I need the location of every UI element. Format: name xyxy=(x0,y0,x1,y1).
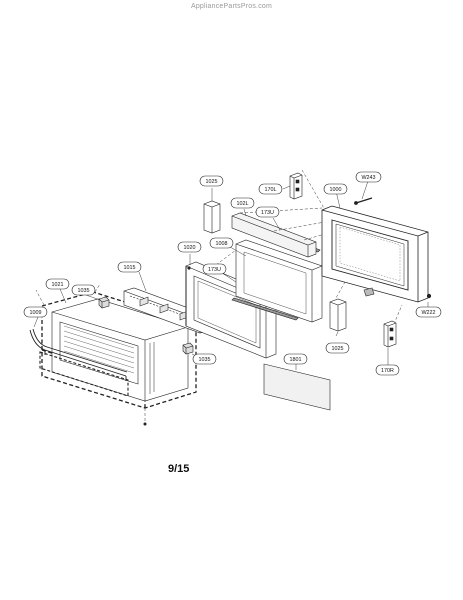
svg-text:1008: 1008 xyxy=(216,241,228,247)
callout-1008: 1008 xyxy=(209,237,234,249)
svg-text:1035: 1035 xyxy=(78,288,90,294)
insulation-block-1025-lower xyxy=(329,298,347,332)
callout-1025-upper: 1025 xyxy=(199,175,224,187)
callout-1025-lower: 1025 xyxy=(325,342,350,354)
svg-text:1035: 1035 xyxy=(199,357,211,363)
callout-1015: 1015 xyxy=(117,261,142,273)
svg-text:102L: 102L xyxy=(237,201,249,207)
svg-text:1009: 1009 xyxy=(30,310,42,316)
screw-W222 xyxy=(426,293,432,299)
hinge-170R xyxy=(383,320,397,348)
svg-text:W243: W243 xyxy=(361,175,375,181)
watermark-text: AppliancePartsPros.com xyxy=(190,3,273,10)
glass-strip-173U-lower xyxy=(231,297,299,321)
callout-1000: 1000 xyxy=(323,183,348,195)
page-number: 9/15 xyxy=(168,463,190,475)
svg-text:173U: 173U xyxy=(208,267,221,273)
callout-1020: 1020 xyxy=(177,241,202,253)
clip-1035-lower xyxy=(182,342,194,355)
callout-W243: W243 xyxy=(355,171,382,183)
panel-1801 xyxy=(263,363,331,411)
hinge-170L xyxy=(289,172,303,200)
callout-1021: 1021 xyxy=(45,278,70,290)
callout-170L: 170L xyxy=(258,183,283,195)
outer-door-panel-1021 xyxy=(51,298,189,402)
screw-W243 xyxy=(354,197,373,205)
callout-1009: 1009 xyxy=(23,306,48,318)
callout-1035-lower: 1035 xyxy=(192,353,217,365)
clip-1035-upper xyxy=(98,296,110,309)
bottom-screw-mark xyxy=(143,422,147,426)
svg-text:1021: 1021 xyxy=(52,282,64,288)
svg-text:170R: 170R xyxy=(381,368,394,374)
main-door-1000 xyxy=(321,205,429,303)
callout-1035-upper: 1035 xyxy=(71,284,96,296)
svg-text:1025: 1025 xyxy=(206,179,218,185)
callout-173U-lower: 173U xyxy=(202,263,227,275)
callout-1801: 1801 xyxy=(283,353,308,365)
svg-text:1020: 1020 xyxy=(184,245,196,251)
inner-door-frame-1020 xyxy=(185,261,277,359)
glass-panel-1008 xyxy=(235,239,323,323)
svg-text:1000: 1000 xyxy=(330,187,342,193)
callout-102L: 102L xyxy=(230,197,255,209)
callout-173U-upper: 173U xyxy=(255,206,280,218)
svg-text:1801: 1801 xyxy=(290,357,302,363)
svg-text:W222: W222 xyxy=(421,310,435,316)
small-bracket-part xyxy=(363,287,375,297)
svg-text:170L: 170L xyxy=(265,187,277,193)
svg-text:173U: 173U xyxy=(261,210,274,216)
svg-text:1025: 1025 xyxy=(332,346,344,352)
handle-dashed-frame xyxy=(39,351,129,397)
callout-170R: 170R xyxy=(375,364,400,376)
callout-W222: W222 xyxy=(415,306,442,318)
svg-text:1015: 1015 xyxy=(124,265,136,271)
insulation-block-1025-upper xyxy=(203,200,221,234)
